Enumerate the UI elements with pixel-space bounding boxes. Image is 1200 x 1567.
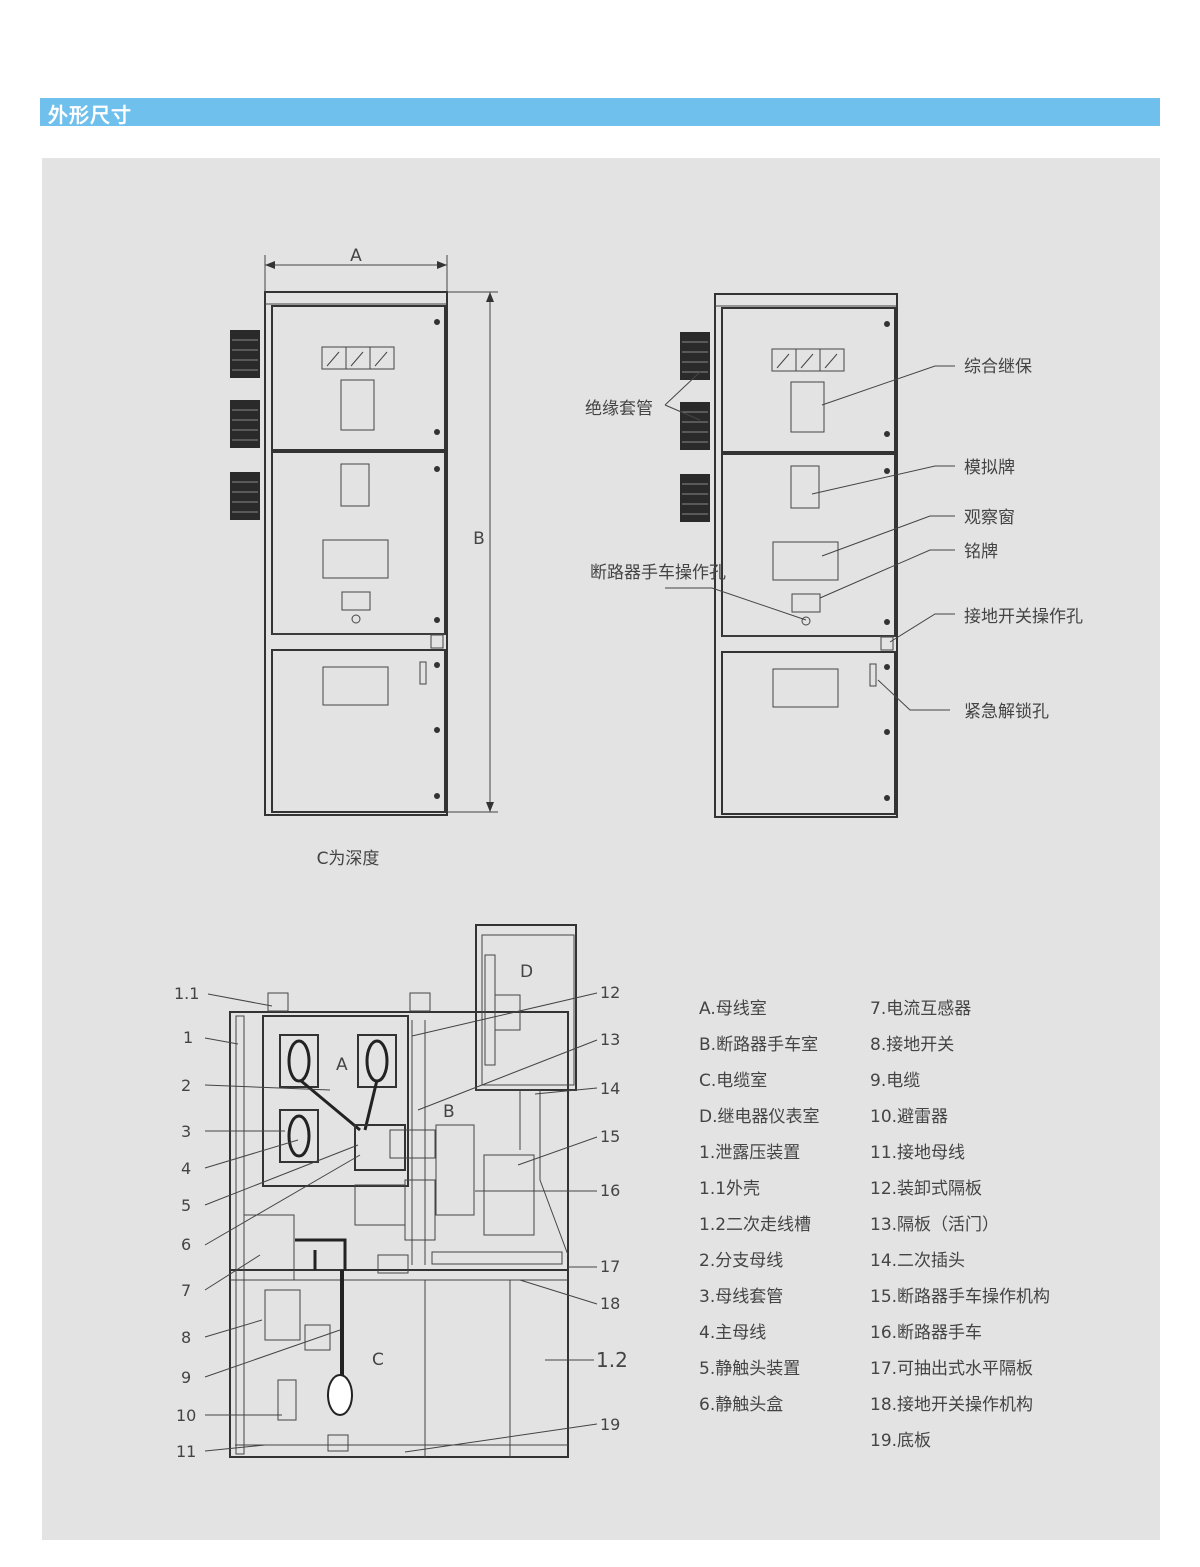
legend-item: 3.母线套管 xyxy=(699,1287,784,1307)
compartment-c: C xyxy=(372,1350,384,1370)
section-header-bar: 外形尺寸 xyxy=(40,98,1160,127)
compartment-b: B xyxy=(443,1102,455,1122)
callout-6: 6 xyxy=(181,1235,191,1254)
legend-item: 19.底板 xyxy=(870,1431,932,1451)
label-insulating-bushing: 绝缘套管 xyxy=(585,399,653,419)
depth-note: C为深度 xyxy=(317,849,380,869)
label-mimic-board: 模拟牌 xyxy=(964,458,1015,478)
callout-11: 11 xyxy=(176,1442,196,1461)
legend-item: 13.隔板（活门） xyxy=(870,1215,1000,1235)
callout-4: 4 xyxy=(181,1159,191,1178)
legend-item: 5.静触头装置 xyxy=(699,1359,801,1379)
callout-1: 1 xyxy=(183,1028,193,1047)
callout-2: 2 xyxy=(181,1076,191,1095)
label-nameplate: 铭牌 xyxy=(964,542,998,562)
label-emergency-unlock: 紧急解锁孔 xyxy=(964,702,1049,722)
legend-item: 6.静触头盒 xyxy=(699,1395,784,1415)
callout-12: 12 xyxy=(600,983,620,1002)
legend-item: 15.断路器手车操作机构 xyxy=(870,1287,1051,1307)
callout-15: 15 xyxy=(600,1127,620,1146)
labeled-view-callouts: 绝缘套管 断路器手车操作孔 综合继保 模拟牌 观察窗 铭牌 接地开关操作孔 紧急… xyxy=(585,357,1083,722)
section-left-callouts: 1.1 1 2 3 4 5 6 7 8 9 10 11 xyxy=(174,984,361,1461)
legend-item: 14.二次插头 xyxy=(870,1251,966,1271)
callout-9: 9 xyxy=(181,1368,191,1387)
callout-7: 7 xyxy=(181,1281,191,1300)
compartment-d: D xyxy=(520,962,533,982)
legend-item: 8.接地开关 xyxy=(870,1035,955,1055)
legend-column-2: 7.电流互感器 8.接地开关 9.电缆 10.避雷器 11.接地母线 12.装卸… xyxy=(870,991,1050,1459)
dimension-a: A xyxy=(264,246,448,292)
callout-14: 14 xyxy=(600,1079,620,1098)
dimension-b: B xyxy=(447,291,498,813)
callout-1-1: 1.1 xyxy=(174,984,199,1003)
dim-b-label: B xyxy=(473,529,485,549)
legend-item: 4.主母线 xyxy=(699,1323,767,1343)
legend-item: 12.装卸式隔板 xyxy=(870,1179,983,1199)
callout-16: 16 xyxy=(600,1181,620,1200)
cabinet-front-view xyxy=(229,291,448,816)
callout-3: 3 xyxy=(181,1122,191,1141)
cabinet-labeled-view xyxy=(679,293,898,818)
legend-item: 10.避雷器 xyxy=(870,1107,949,1127)
legend-item: 2.分支母线 xyxy=(699,1251,784,1271)
legend-item: 16.断路器手车 xyxy=(870,1323,983,1343)
callout-10: 10 xyxy=(176,1406,196,1425)
callout-8: 8 xyxy=(181,1328,191,1347)
legend-item: 11.接地母线 xyxy=(870,1143,966,1163)
dim-a-label: A xyxy=(350,246,362,266)
compartment-a: A xyxy=(336,1055,348,1075)
section-title: 外形尺寸 xyxy=(48,103,132,127)
legend-item: 17.可抽出式水平隔板 xyxy=(870,1359,1034,1379)
legend-item: 9.电缆 xyxy=(870,1071,921,1091)
callout-17: 17 xyxy=(600,1257,620,1276)
label-earthing-switch-hole: 接地开关操作孔 xyxy=(964,607,1083,627)
section-right-callouts: 12 13 14 15 16 17 18 1.2 19 xyxy=(404,983,628,1453)
callout-5: 5 xyxy=(181,1196,191,1215)
callout-13: 13 xyxy=(600,1030,620,1049)
callout-18: 18 xyxy=(600,1294,620,1313)
legend-item: A.母线室 xyxy=(699,999,767,1019)
legend-item: 7.电流互感器 xyxy=(870,999,972,1019)
legend-item: D.继电器仪表室 xyxy=(699,1107,820,1127)
label-observation-window: 观察窗 xyxy=(964,508,1015,528)
legend-item: 1.1外壳 xyxy=(699,1179,761,1199)
label-relay-protection: 综合继保 xyxy=(964,357,1032,377)
label-breaker-hole-1: 断路器手车操作孔 xyxy=(590,563,726,583)
legend-column-1: A.母线室 B.断路器手车室 C.电缆室 D.继电器仪表室 1.泄露压装置 1.… xyxy=(699,991,820,1423)
callout-19: 19 xyxy=(600,1415,620,1434)
legend-item: B.断路器手车室 xyxy=(699,1035,819,1055)
legend-item: 18.接地开关操作机构 xyxy=(870,1395,1034,1415)
cabinet-section-view: A B C D xyxy=(229,924,577,1458)
callout-1-2: 1.2 xyxy=(596,1348,628,1372)
legend-item: 1.泄露压装置 xyxy=(699,1143,801,1163)
legend-item: C.电缆室 xyxy=(699,1071,768,1091)
legend-item: 1.2二次走线槽 xyxy=(699,1215,812,1235)
diagram-panel xyxy=(42,158,1160,1540)
